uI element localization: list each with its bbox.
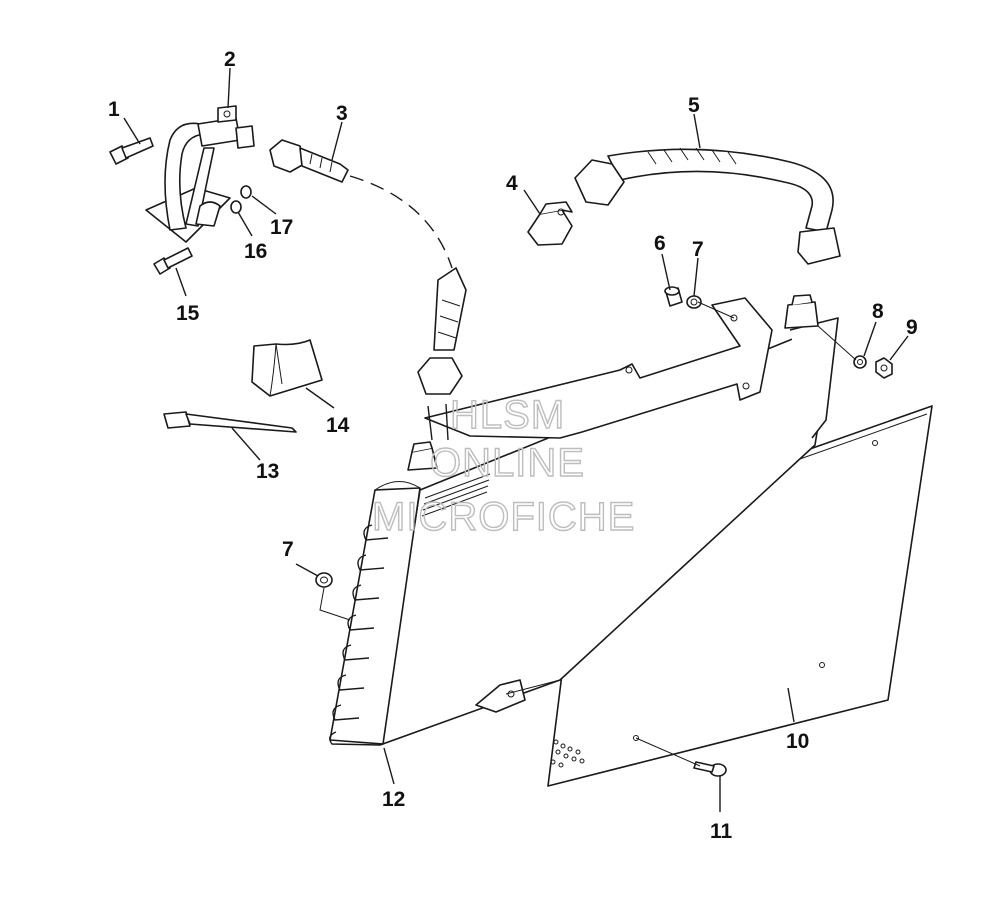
callout-13: 13 (256, 460, 279, 483)
part-2-valve (145, 105, 255, 243)
callout-4: 4 (506, 172, 518, 195)
cooler-fins (329, 524, 389, 746)
part-4-fitting (527, 201, 573, 246)
part-3-hose-fitting (269, 139, 349, 183)
callout-12: 12 (382, 788, 405, 811)
part-12-cooler (329, 294, 839, 746)
callout-11: 11 (710, 820, 733, 843)
part-8-washer (853, 355, 867, 369)
watermark-line-1: HLSM (450, 393, 565, 437)
part-6-cap (664, 286, 683, 307)
watermark-line-3: MICROFICHE (372, 495, 635, 539)
leader-lines (123, 67, 909, 812)
callout-17: 17 (270, 216, 293, 239)
callout-14: 14 (326, 414, 350, 437)
center-hose (417, 267, 467, 441)
callout-7-lower: 7 (282, 538, 294, 561)
part-16-o-ring (230, 200, 242, 214)
callout-8: 8 (872, 300, 884, 323)
part-7-grommet-lower (315, 572, 333, 588)
callout-labels: 1 2 3 4 5 6 7 7 8 9 10 11 12 13 14 15 16… (108, 48, 918, 843)
part-13-cable-tie (163, 411, 297, 433)
panel-decal (550, 739, 585, 768)
callout-7-upper: 7 (692, 238, 704, 261)
watermark-line-2: ONLINE (430, 441, 585, 485)
cooler-grille (421, 473, 491, 517)
part-14-clamp (251, 339, 323, 397)
callout-10: 10 (786, 730, 809, 753)
part-15-bolt (153, 247, 193, 275)
callout-3: 3 (336, 102, 348, 125)
callout-9: 9 (906, 316, 918, 339)
callout-5: 5 (688, 94, 700, 117)
hose-route-dashed (349, 175, 453, 269)
callout-2: 2 (224, 48, 236, 71)
part-17-o-ring (240, 185, 252, 199)
callout-1: 1 (108, 98, 120, 121)
callout-16: 16 (244, 240, 267, 263)
callout-15: 15 (176, 302, 200, 325)
part-1-bolt (109, 137, 154, 165)
part-11-screw (693, 761, 727, 777)
watermark: HLSM ONLINE MICROFICHE (371, 392, 635, 539)
part-5-hose (574, 147, 841, 265)
callout-6: 6 (654, 232, 666, 255)
part-9-nut (875, 357, 893, 379)
